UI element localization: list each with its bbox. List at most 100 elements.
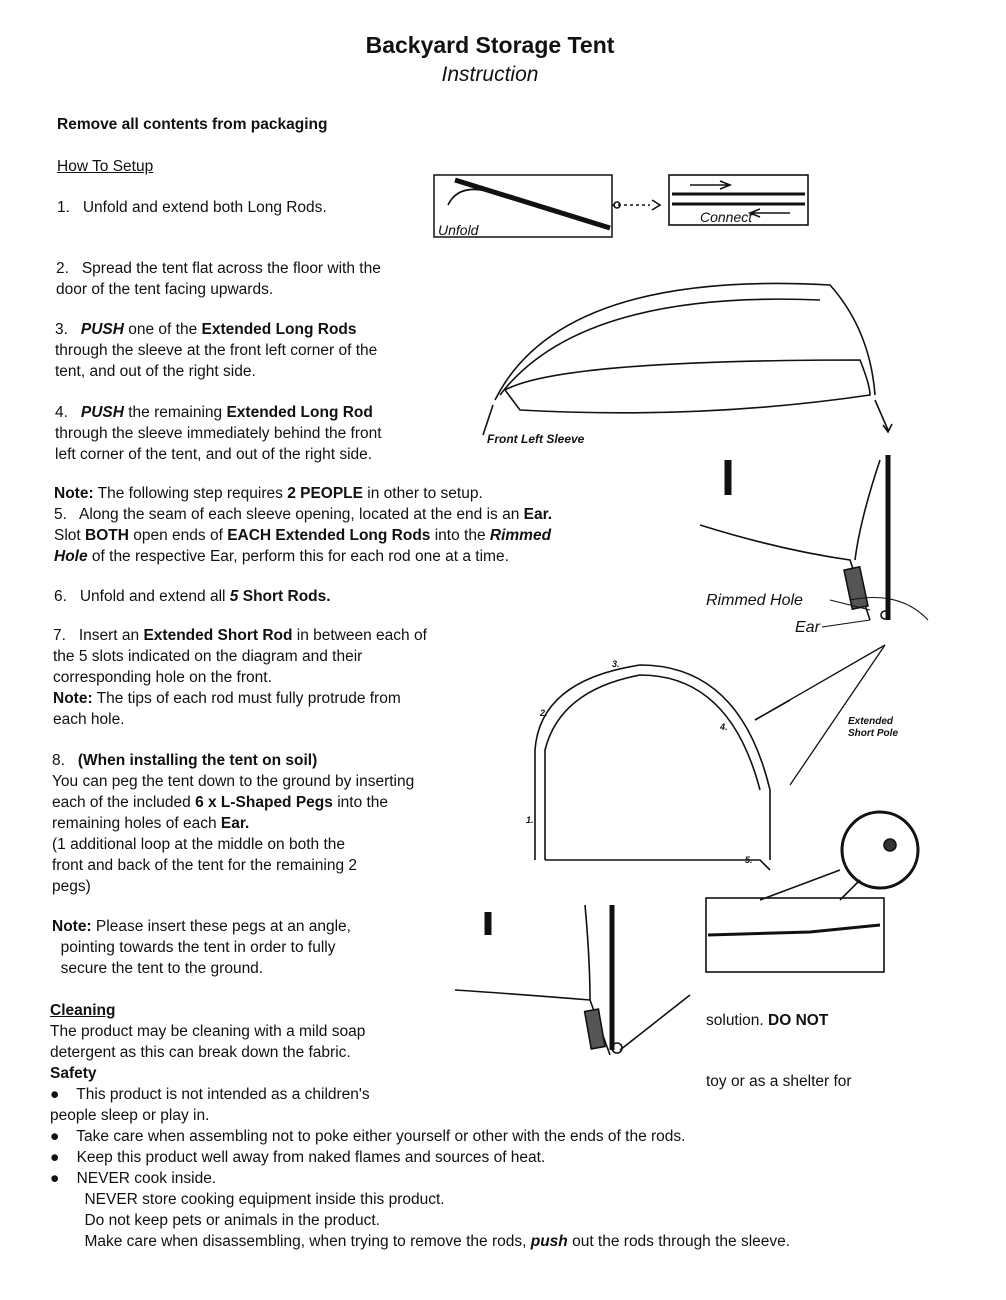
slot-5-label: 5. — [745, 855, 753, 865]
text-segment: 5. Along the seam of each sleeve opening… — [54, 506, 524, 523]
step-1: 1. Unfold and extend both Long Rods. — [57, 197, 327, 218]
connect-label: Connect — [700, 209, 753, 225]
text-segment: NEVER store cooking equipment inside thi… — [50, 1191, 445, 1208]
text-segment: corresponding hole on the front. — [53, 669, 272, 686]
text-segment: door of the tent facing upwards. — [56, 281, 274, 298]
text-line: Remove all contents from packaging — [57, 114, 327, 135]
text-segment: Ear — [209, 548, 234, 565]
step-7: 7. Insert an Extended Short Rod in betwe… — [53, 625, 427, 730]
step-2: 2. Spread the tent flat across the floor… — [56, 258, 381, 300]
text-segment: PUSH — [80, 321, 124, 338]
front-left-sleeve-label: Front Left Sleeve — [487, 432, 585, 446]
slot-1-label: 1. — [526, 815, 534, 825]
text-segment: Rimmed — [489, 527, 552, 544]
text-segment: Cleaning — [50, 1002, 116, 1019]
text-line: people sleep or play in. — [50, 1105, 790, 1126]
text-segment: one of the — [123, 321, 202, 338]
unfold-label: Unfold — [438, 222, 479, 238]
text-segment: each of the included — [52, 794, 196, 811]
text-segment: . — [322, 199, 327, 216]
safety-continuation: toy or as a shelter for — [706, 1071, 852, 1092]
text-line: Safety — [50, 1063, 790, 1084]
text-line: solution. DO NOT — [706, 1010, 828, 1031]
text-segment: PUSH — [80, 404, 124, 421]
text-segment: (1 additional loop at the middle on both… — [52, 836, 345, 853]
text-segment: Note: — [53, 690, 93, 707]
document-subtitle: Instruction — [441, 63, 539, 86]
text-segment: 6. Unfold and extend all — [54, 588, 230, 605]
text-line: ● Keep this product well away from naked… — [50, 1147, 790, 1168]
text-segment: 8. — [52, 752, 78, 769]
text-segment: Extended Short Rod — [143, 627, 293, 644]
text-segment: detergent as this can break down the fab… — [50, 1044, 351, 1061]
text-segment: How To Setup — [57, 158, 154, 175]
slot-2-label: 2. — [540, 708, 548, 718]
text-segment: Make care when disassembling, when tryin… — [50, 1233, 531, 1250]
text-segment: remaining holes of each — [52, 815, 221, 832]
text-line: Note: Please insert these pegs at an ang… — [52, 916, 351, 937]
text-segment: pegs) — [52, 878, 91, 895]
text-line: 8. (When installing the tent on soil) — [52, 750, 414, 771]
text-segment: in between each of — [292, 627, 427, 644]
text-segment: Slot — [54, 527, 86, 544]
text-segment: Long Rods — [247, 199, 323, 216]
text-line: NEVER store cooking equipment inside thi… — [50, 1189, 790, 1210]
text-line: detergent as this can break down the fab… — [50, 1042, 790, 1063]
extended-label: Extended — [848, 716, 894, 727]
text-line: 6. Unfold and extend all 5 Short Rods. — [54, 586, 331, 607]
text-segment: Ear. — [523, 506, 553, 523]
how-to-setup-heading: How To Setup — [57, 156, 153, 177]
text-segment: Extended Long Rod — [226, 404, 373, 421]
step-6: 6. Unfold and extend all 5 Short Rods. — [54, 586, 331, 607]
text-segment: , perform this for each rod one at a tim… — [233, 548, 509, 565]
text-line: You can peg the tent down to the ground … — [52, 771, 414, 792]
text-segment: Do not keep pets or animals in the produ… — [50, 1212, 380, 1229]
text-segment: into the — [430, 527, 490, 544]
text-line: ● NEVER cook inside. — [50, 1168, 790, 1189]
text-line: Do not keep pets or animals in the produ… — [50, 1210, 790, 1231]
text-segment: of the respective — [87, 548, 210, 565]
text-segment: 3. — [55, 321, 81, 338]
text-line: tent, and out of the right side. — [55, 361, 377, 382]
text-line: through the sleeve at the front left cor… — [55, 340, 377, 361]
text-line: left corner of the tent, and out of the … — [55, 444, 382, 465]
text-segment: 1. Unfold and extend both — [57, 199, 248, 216]
text-segment: Extended Long Rods — [201, 321, 357, 338]
text-line: 4. PUSH the remaining Extended Long Rod — [55, 402, 382, 423]
text-segment: 2 PEOPLE — [287, 485, 363, 502]
text-line: secure the tent to the ground. — [52, 958, 351, 979]
text-line: each hole. — [53, 709, 427, 730]
text-segment: the remaining — [123, 404, 227, 421]
text-segment: tent, and out of the right side. — [55, 363, 256, 380]
text-segment: 2. Spread the tent flat across the floor… — [56, 260, 381, 277]
text-line: each of the included 6 x L-Shaped Pegs i… — [52, 792, 414, 813]
text-line: 5. Along the seam of each sleeve opening… — [54, 504, 552, 525]
slot-3-label: 3. — [612, 659, 620, 669]
text-segment: through the sleeve at the front left cor… — [55, 342, 378, 359]
text-segment: 7. Insert an — [53, 627, 144, 644]
text-segment: ● NEVER cook inside. — [50, 1170, 217, 1187]
text-segment: Please insert these pegs at an angle, — [91, 918, 351, 935]
text-line: corresponding hole on the front. — [53, 667, 427, 688]
remove-contents-heading: Remove all contents from packaging — [57, 114, 327, 135]
text-segment: people sleep or play in. — [50, 1107, 210, 1124]
text-line: through the sleeve immediately behind th… — [55, 423, 382, 444]
text-line: The product may be cleaning with a mild … — [50, 1021, 790, 1042]
text-line: Cleaning — [50, 1000, 790, 1021]
text-segment: the 5 slots indicated on the diagram and… — [53, 648, 363, 665]
peg-note: Note: Please insert these pegs at an ang… — [52, 916, 351, 979]
text-segment: EACH Extended Long Rods — [227, 527, 431, 544]
text-line: pegs) — [52, 876, 414, 897]
text-line: pointing towards the tent in order to fu… — [52, 937, 351, 958]
text-segment: Hole — [54, 548, 88, 565]
text-segment: (When installing the tent on soil) — [77, 752, 318, 769]
text-segment: into the — [332, 794, 389, 811]
text-segment: open ends of — [128, 527, 228, 544]
short-pole-label: Short Pole — [848, 728, 899, 739]
unfold-diagram — [433, 174, 809, 238]
tent-frame-diagram — [534, 644, 886, 871]
text-segment: The product may be cleaning with a mild … — [50, 1023, 366, 1040]
